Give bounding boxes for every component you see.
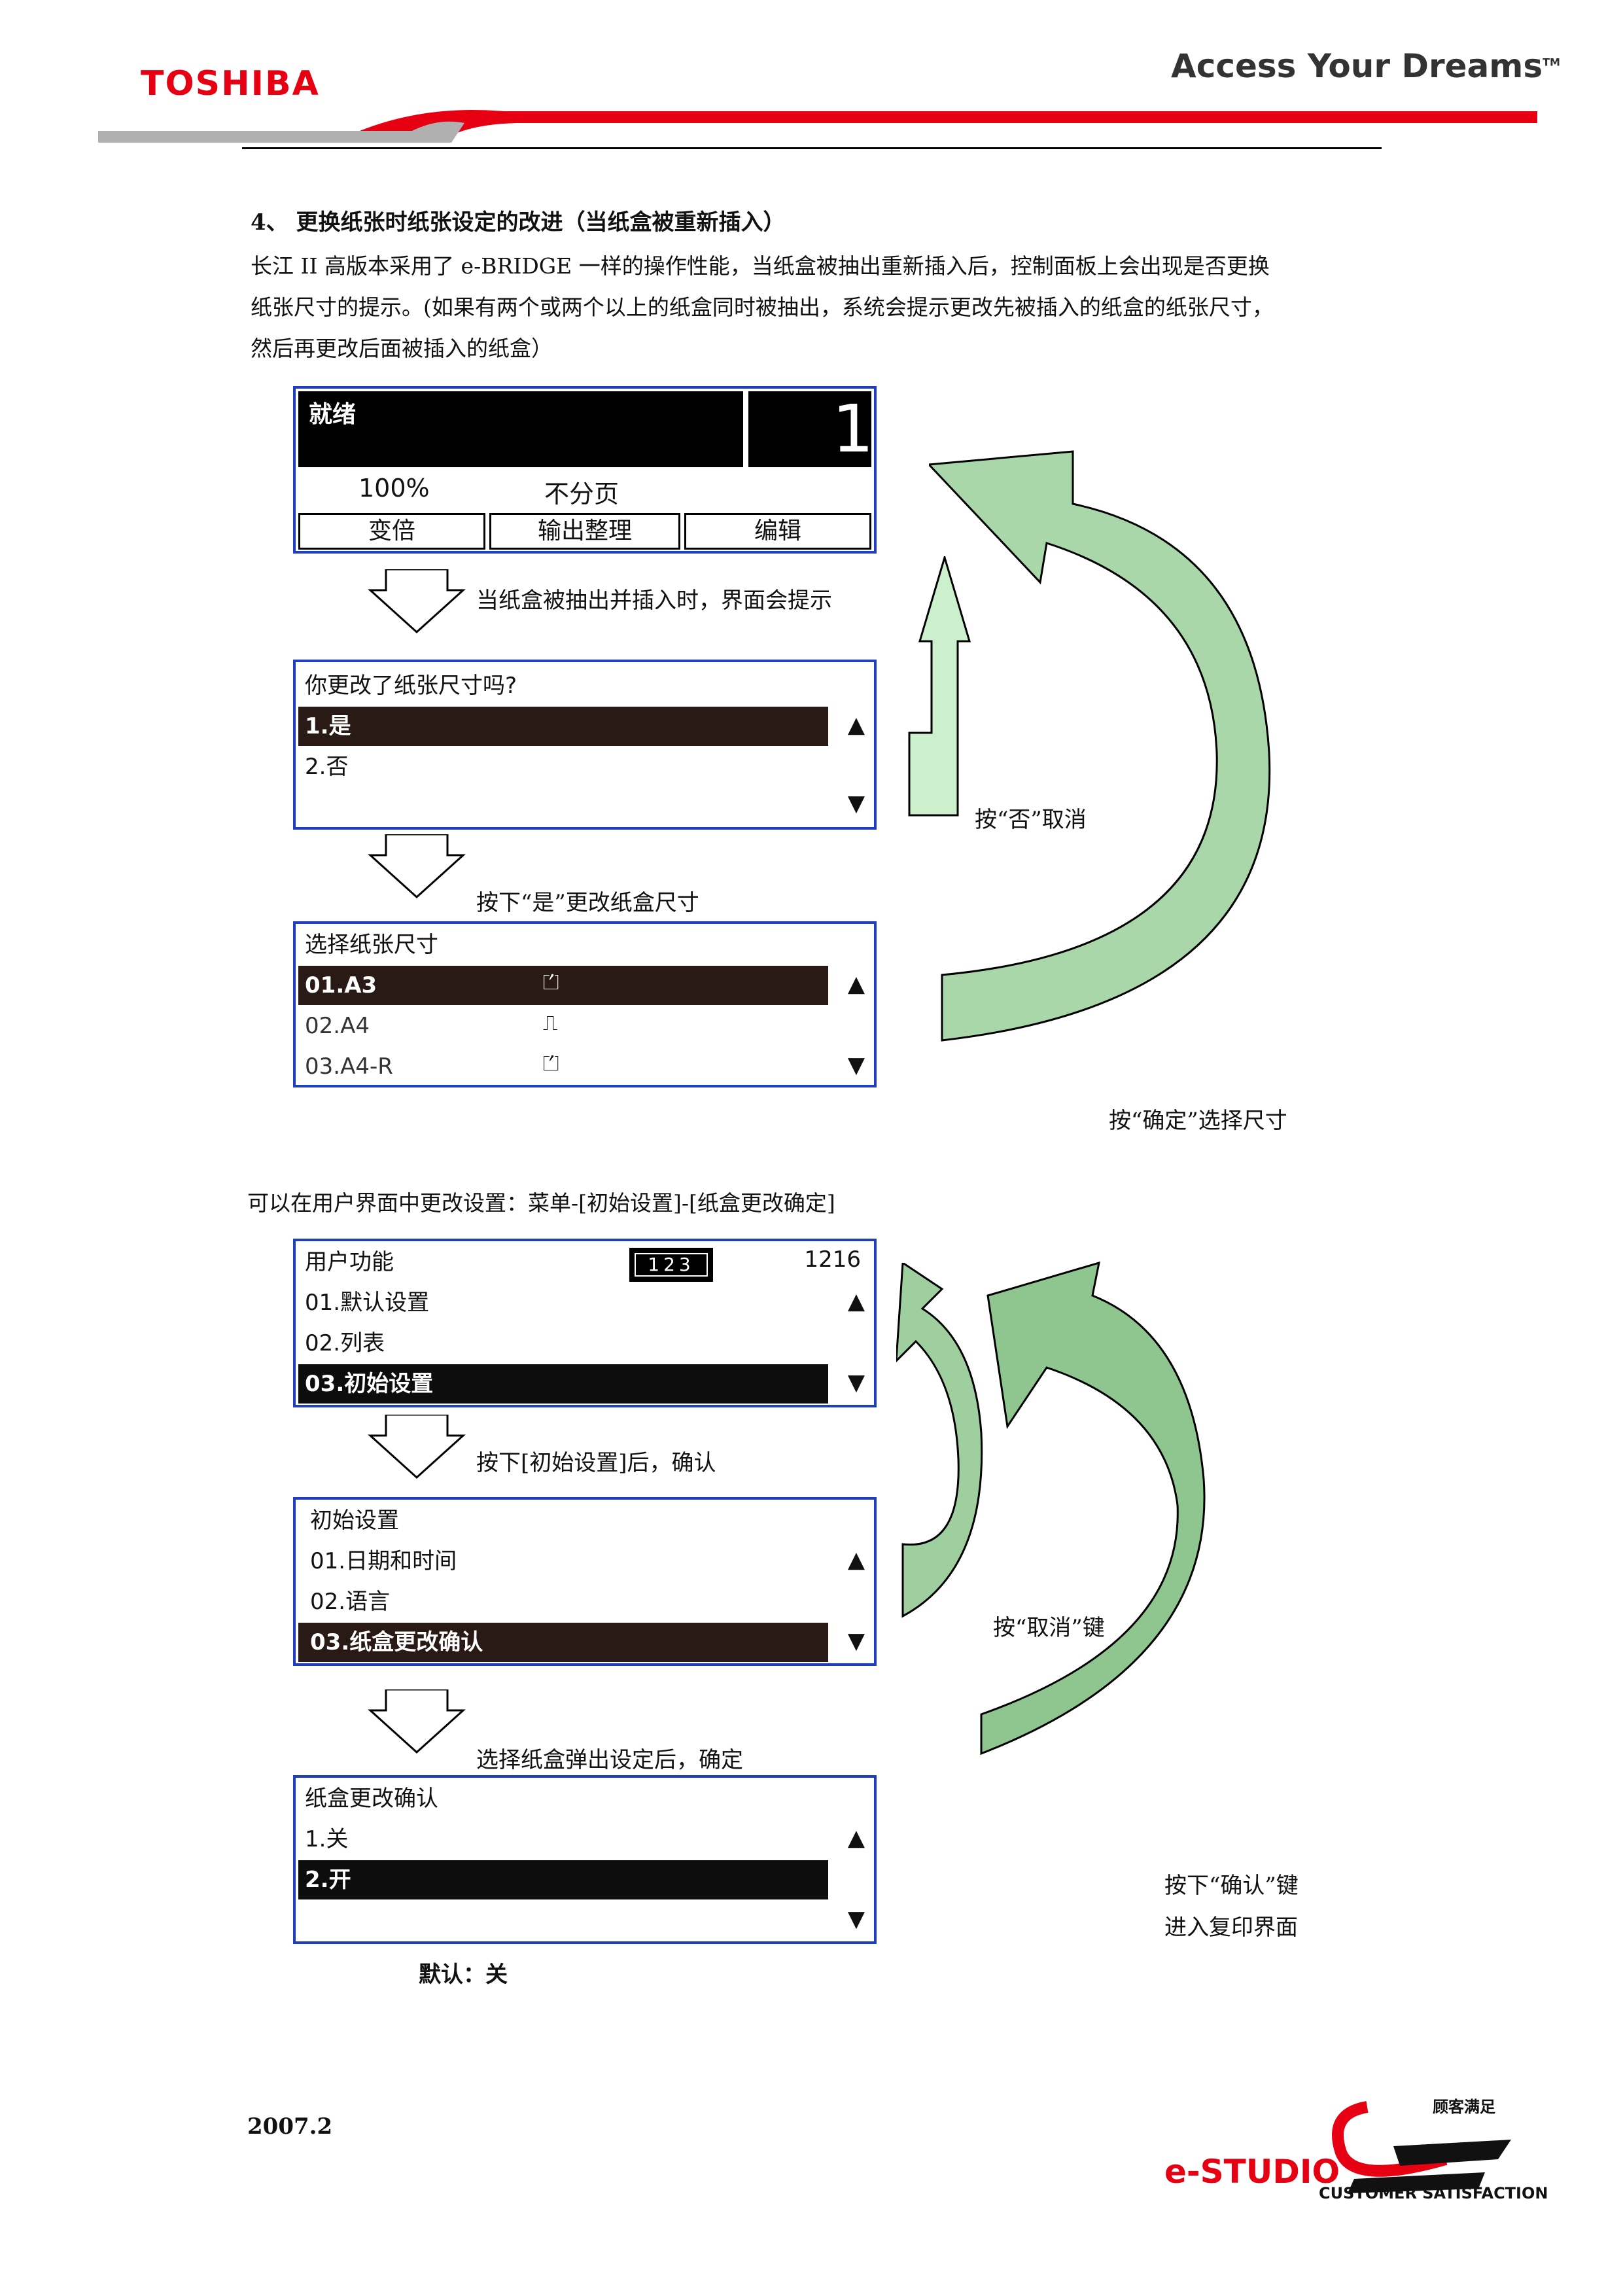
scroll-down-icon[interactable]: ▼ — [847, 1906, 865, 1932]
option-no[interactable]: 2.否 — [305, 754, 349, 780]
menu-default-settings[interactable]: 01.默认设置 — [305, 1290, 430, 1316]
landscape-paper-icon: ⏍ — [543, 970, 559, 995]
size-option-a4r[interactable]: 03.A4-R — [305, 1053, 393, 1080]
menu-list[interactable]: 02.列表 — [305, 1330, 385, 1356]
portrait-paper-icon: ⎍ — [543, 1010, 558, 1035]
option-on[interactable]: 2.开 — [298, 1860, 828, 1899]
option-off[interactable]: 1.关 — [305, 1826, 349, 1852]
user-function-screen: 用户功能 123 1216 01.默认设置 02.列表 03.初始设置 ▲ ▼ — [293, 1239, 877, 1407]
initial-settings-title: 初始设置 — [310, 1508, 399, 1534]
scroll-down-icon[interactable]: ▼ — [847, 1628, 865, 1654]
size-option-a4[interactable]: 02.A4 — [305, 1013, 370, 1039]
curved-return-arrow-icon — [929, 450, 1271, 1042]
cancel-caption: 按“否”取消 — [975, 807, 1087, 833]
ok-key-caption: 按下“确认”键 进入复印界面 — [1164, 1873, 1299, 1941]
scroll-up-icon[interactable]: ▲ — [847, 712, 865, 738]
cancel-key-caption: 按“取消”键 — [993, 1615, 1105, 1641]
copy-count: 1 — [832, 391, 874, 467]
size-option-a3[interactable]: 01.A3 — [298, 966, 828, 1005]
cs-tag: 顾客满足 — [1433, 2097, 1495, 2116]
menu-path-text: 可以在用户界面中更改设置：菜单-[初始设置]-[纸盒更改确定] — [247, 1190, 835, 1216]
step3-caption: 按下[初始设置]后，确认 — [476, 1450, 716, 1476]
counter-value: 1216 — [804, 1246, 861, 1273]
copy-count-box — [748, 391, 871, 467]
scroll-up-icon[interactable]: ▲ — [847, 971, 865, 997]
step2-caption: 按下“是”更改纸盒尺寸 — [476, 890, 699, 916]
small-curved-arrow-icon — [896, 1263, 983, 1618]
cs-subtitle: CUSTOMER SATISFACTION — [1319, 2184, 1548, 2202]
default-note: 默认：关 — [419, 1962, 508, 1988]
change-size-prompt: 你更改了纸张尺寸吗? 1.是 2.否 ▲ ▼ — [293, 660, 877, 830]
scroll-up-icon[interactable]: ▲ — [847, 1288, 865, 1315]
select-size-title: 选择纸张尺寸 — [305, 932, 438, 958]
sort-value: 不分页 — [544, 480, 620, 508]
tagline: Access Your DreamsTM — [1171, 47, 1560, 85]
output-button[interactable]: 输出整理 — [489, 513, 680, 550]
scroll-down-icon[interactable]: ▼ — [847, 1369, 865, 1396]
section-paragraph: 长江 II 高版本采用了 e-BRIDGE 一样的操作性能，当纸盒被抽出重新插入… — [251, 253, 1274, 361]
option-yes[interactable]: 1.是 — [298, 707, 828, 746]
scroll-up-icon[interactable]: ▲ — [847, 1825, 865, 1851]
user-function-title: 用户功能 — [305, 1249, 394, 1275]
estudio-logo: e-STUDIO — [1164, 2153, 1340, 2191]
menu-date-time[interactable]: 01.日期和时间 — [310, 1548, 457, 1574]
landscape-paper-icon: ⏍ — [543, 1051, 559, 1076]
large-curved-arrow-icon — [980, 1261, 1206, 1756]
menu-initial-settings[interactable]: 03.初始设置 — [298, 1364, 828, 1404]
cs-logo-icon — [1332, 2101, 1511, 2193]
up-arrow-icon — [908, 556, 971, 817]
ready-screen: 就绪 1 100% 不分页 变倍 输出整理 编辑 — [293, 386, 877, 554]
toshiba-logo: TOSHIBA — [141, 64, 320, 103]
header-rule — [242, 147, 1382, 149]
menu-drawer-change-confirm[interactable]: 03.纸盒更改确认 — [298, 1623, 828, 1662]
scroll-down-icon[interactable]: ▼ — [847, 790, 865, 817]
zoom-button[interactable]: 变倍 — [298, 513, 485, 550]
step1-caption: 当纸盒被抽出并插入时，界面会提示 — [476, 588, 832, 614]
scroll-up-icon[interactable]: ▲ — [847, 1547, 865, 1573]
scroll-down-icon[interactable]: ▼ — [847, 1052, 865, 1078]
down-arrow-icon — [368, 1415, 466, 1479]
down-arrow-icon — [368, 834, 466, 899]
mode-indicator: 123 — [629, 1248, 713, 1282]
zoom-value: 100% — [358, 474, 430, 503]
footer-date: 2007.2 — [247, 2113, 333, 2140]
confirm-caption: 按“确定”选择尺寸 — [1109, 1108, 1287, 1134]
down-arrow-icon — [368, 569, 466, 634]
drawer-confirm-screen: 纸盒更改确认 1.关 2.开 ▲ ▼ — [293, 1775, 877, 1944]
drawer-confirm-title: 纸盒更改确认 — [305, 1786, 438, 1812]
down-arrow-icon — [368, 1689, 466, 1754]
prompt-title: 你更改了纸张尺寸吗? — [305, 673, 517, 699]
select-size-screen: 选择纸张尺寸 01.A3 ⏍ 02.A4 ⎍ 03.A4-R ⏍ ▲ ▼ — [293, 921, 877, 1087]
header-swoosh — [98, 110, 1537, 143]
step4-caption: 选择纸盒弹出设定后，确定 — [476, 1747, 743, 1773]
edit-button[interactable]: 编辑 — [684, 513, 871, 550]
section-heading: 4、 更换纸张时纸张设定的改进（当纸盒被重新插入） — [251, 209, 786, 236]
menu-language[interactable]: 02.语言 — [310, 1589, 391, 1615]
initial-settings-screen: 初始设置 01.日期和时间 02.语言 03.纸盒更改确认 ▲ ▼ — [293, 1497, 877, 1666]
status-bar — [298, 391, 743, 467]
status-text: 就绪 — [309, 401, 357, 428]
